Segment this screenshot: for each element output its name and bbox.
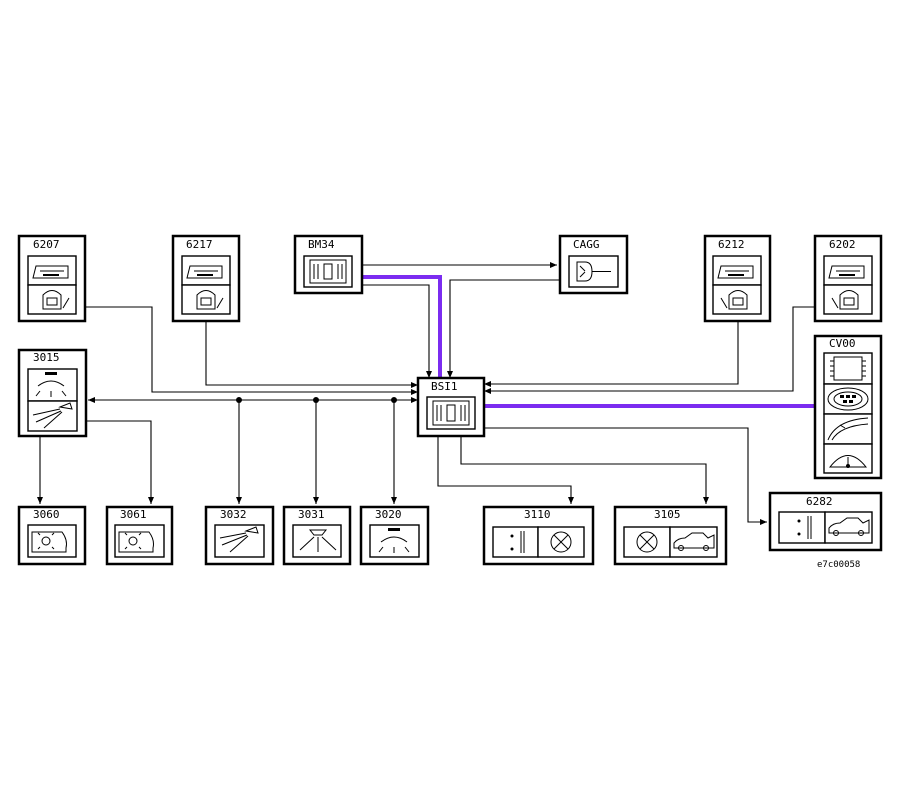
reading-lamp-icon	[219, 526, 259, 553]
module-3015[interactable]: 3015	[17, 348, 88, 438]
data-bus	[362, 275, 815, 408]
module-bm34[interactable]: BM34	[293, 234, 364, 295]
wire-bsi1-3110	[437, 436, 574, 504]
module-3060[interactable]: 3060	[17, 505, 87, 566]
module-label: 6282	[806, 495, 833, 508]
door-switch-icon	[510, 531, 525, 553]
door-actuator-icon	[828, 265, 865, 279]
key-icon	[576, 261, 611, 282]
glovebox-lamp-icon	[31, 531, 67, 553]
module-label: 3032	[220, 508, 247, 521]
junction-dot	[236, 397, 242, 403]
diagram-reference-code: e7c00058	[817, 560, 860, 570]
bus-bm34-bsi1	[362, 275, 442, 378]
door-actuator-icon	[717, 265, 754, 279]
reading-lamp-icon	[32, 402, 73, 429]
module-label: 3105	[654, 508, 681, 521]
module-label: CV00	[829, 337, 856, 350]
module-6202[interactable]: 6202	[813, 234, 883, 323]
wires	[37, 262, 815, 525]
module-3110[interactable]: 3110	[482, 505, 595, 566]
lamp-bulb-icon	[550, 531, 572, 553]
car-trunk-icon	[828, 517, 870, 536]
door-switch-icon	[797, 516, 812, 539]
module-bsi1[interactable]: BSI1	[416, 376, 486, 438]
module-6212[interactable]: 6212	[703, 234, 772, 323]
module-label: 3031	[298, 508, 325, 521]
horn-dashboard-icon	[828, 455, 868, 468]
wiper-icon	[827, 417, 869, 441]
module-label: 6202	[829, 238, 856, 251]
car-door-icon	[196, 290, 224, 310]
wire-3015-3061	[86, 420, 154, 504]
steering-switch-icon	[827, 387, 869, 411]
door-actuator-icon	[186, 265, 223, 279]
module-3032[interactable]: 3032	[204, 505, 275, 566]
wire-6202-bsi1	[484, 306, 815, 394]
wire-bsi1-6282	[484, 427, 767, 525]
module-label: 3061	[120, 508, 147, 521]
ceiling-lamp-icon	[35, 372, 67, 397]
module-3061[interactable]: 3061	[105, 505, 174, 566]
glovebox-lamp-icon	[118, 531, 154, 553]
car-door-icon	[42, 290, 70, 310]
wire-6212-bsi1	[484, 321, 739, 387]
module-3031[interactable]: 3031	[282, 505, 352, 566]
ceiling-lamp-icon	[378, 528, 410, 553]
module-cv00[interactable]: CV00	[813, 334, 883, 480]
junction-dot	[313, 397, 319, 403]
control-unit-icon	[830, 356, 866, 381]
junction-dot	[391, 397, 397, 403]
spot-lamp-icon	[299, 529, 337, 552]
module-label: 3020	[375, 508, 402, 521]
control-unit-icon	[432, 400, 470, 426]
wire-6217-bsi1	[205, 321, 418, 388]
module-6217[interactable]: 6217	[171, 234, 241, 323]
car-door-icon	[831, 290, 859, 310]
module-3105[interactable]: 3105	[613, 505, 728, 566]
module-3020[interactable]: 3020	[359, 505, 430, 566]
module-6282[interactable]: 6282	[768, 491, 883, 552]
module-label: BM34	[308, 238, 335, 251]
lamp-bulb-icon	[636, 531, 658, 553]
module-label: 3110	[524, 508, 551, 521]
module-label: 6212	[718, 238, 745, 251]
car-door-icon	[720, 290, 748, 310]
wire-bsi1-3105	[460, 436, 709, 504]
wire-cagg-bsi1	[447, 279, 560, 378]
module-label: 3060	[33, 508, 60, 521]
car-trunk-icon	[673, 532, 715, 551]
control-unit-icon	[309, 259, 347, 284]
module-label: 6207	[33, 238, 60, 251]
wire-bm34-bsi1	[362, 284, 432, 378]
module-label: BSI1	[431, 380, 458, 393]
module-cagg[interactable]: CAGG	[558, 234, 629, 295]
module-label: 6217	[186, 238, 213, 251]
wire-6207-bsi1	[85, 306, 418, 395]
module-label: CAGG	[573, 238, 600, 251]
module-6207[interactable]: 6207	[17, 234, 87, 323]
door-actuator-icon	[32, 265, 69, 279]
module-label: 3015	[33, 351, 60, 364]
